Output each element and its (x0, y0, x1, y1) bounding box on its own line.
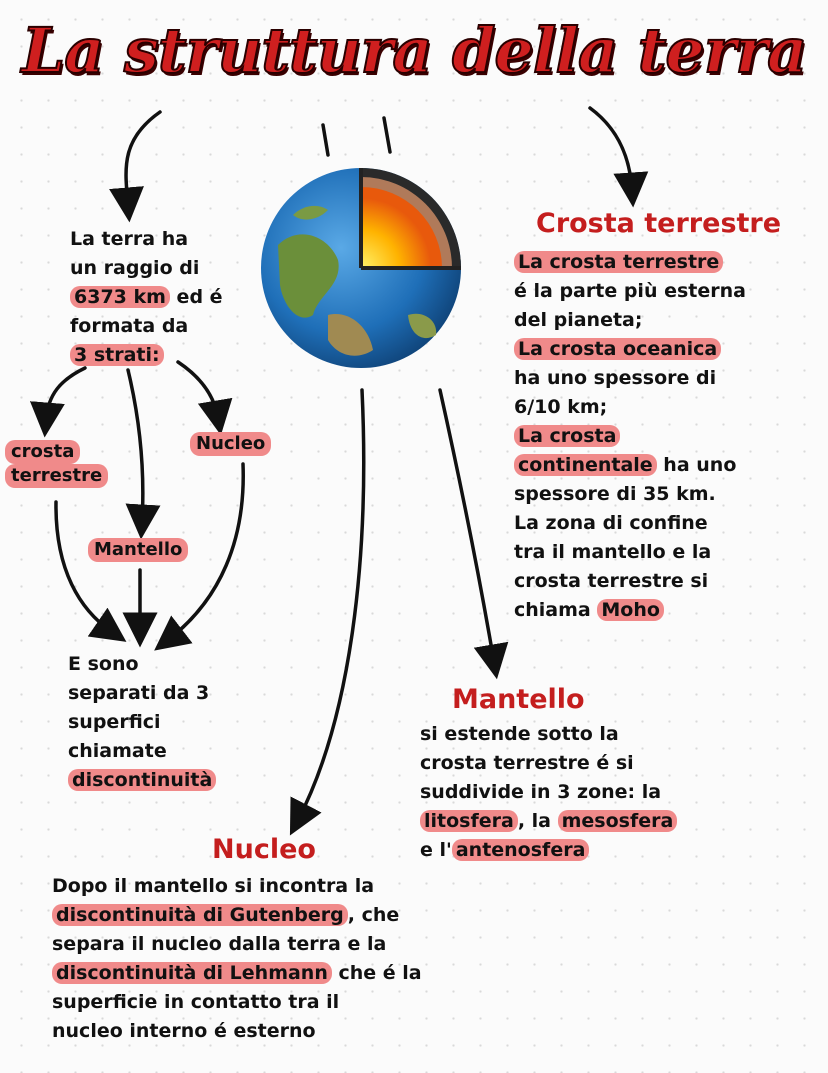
crust-heading: Crosta terrestre (536, 208, 782, 239)
crust-line: tra il mantello e la (514, 541, 712, 563)
crust-line: 6/10 km; (514, 396, 608, 418)
intro-line: ed é (169, 286, 223, 308)
arrow-to-nucleo (176, 360, 233, 436)
label-crosta: crosta (5, 440, 81, 464)
core-line: Dopo il mantello si incontra la (52, 875, 375, 897)
radius-highlight: 6373 km (70, 286, 170, 308)
crust-line: é la parte più esterna (514, 280, 746, 302)
label-nucleo: Nucleo (190, 432, 272, 456)
discontinuity-highlight: discontinuità (68, 769, 217, 791)
arrow-title-right (588, 106, 649, 208)
antenosfera-highlight: antenosfera (451, 839, 590, 861)
gutenberg-highlight: discontinuità di Gutenberg (52, 904, 348, 926)
continental-crust-highlight: La crosta (514, 425, 621, 447)
arrow-earth-to-nucleo (289, 388, 366, 836)
core-line: superficie in contatto tra il (52, 991, 340, 1013)
core-line: nucleo interno é esterno (52, 1020, 316, 1042)
crust-line: del pianeta; (514, 309, 643, 331)
discontinuity-line: separati da 3 (68, 682, 210, 704)
discontinuity-line: E sono (68, 653, 139, 675)
intro-line: formata da (70, 315, 189, 337)
mantle-line: si estende sotto la (420, 723, 619, 745)
crust-highlight: La crosta terrestre (514, 251, 724, 273)
label-terrestre: terrestre (5, 464, 109, 488)
lehmann-highlight: discontinuità di Lehmann (52, 962, 332, 984)
mantle-text: si estende sotto la crosta terrestre é s… (420, 720, 678, 865)
crust-text: La crosta terrestre é la parte più ester… (514, 251, 746, 621)
layers-highlight: 3 strati: (70, 344, 164, 366)
mesosfera-highlight: mesosfera (557, 810, 678, 832)
crust-line: spessore di 35 km. (514, 483, 716, 505)
mantle-line: suddivide in 3 zone: la (420, 781, 662, 803)
arrow-earth-to-mantello (438, 388, 509, 680)
core-line: separa il nucleo dalla terra e la (52, 933, 387, 955)
arrow-to-crosta (29, 366, 87, 438)
arrow-nucleo-to-discontinuity (154, 462, 245, 651)
crust-line: crosta terrestre si (514, 570, 709, 592)
moho-highlight: Moho (597, 599, 664, 621)
mantle-line: crosta terrestre é si (420, 752, 634, 774)
earth-cutaway-icon (261, 168, 461, 368)
mantle-heading: Mantello (452, 684, 585, 715)
crust-line: La zona di confine (514, 512, 708, 534)
core-heading: Nucleo (212, 834, 316, 865)
arrow-crosta-to-discontinuity (54, 500, 127, 642)
intro-text: La terra ha un raggio di 6373 km ed é fo… (70, 225, 223, 370)
arrow-to-mantello (125, 368, 161, 540)
arrow-title-left (109, 110, 162, 223)
label-crosta-terrestre: crosta terrestre (5, 440, 109, 488)
tick-mark-2 (382, 116, 392, 154)
label-mantello: Mantello (88, 538, 189, 562)
page-title: La struttura della terra (21, 13, 809, 88)
tick-mark-1 (321, 123, 330, 157)
discontinuity-line: superfici (68, 711, 161, 733)
intro-line: un raggio di (70, 257, 200, 279)
core-text: Dopo il mantello si incontra la disconti… (52, 872, 422, 1046)
intro-line: La terra ha (70, 228, 189, 250)
discontinuity-text: E sono separati da 3 superfici chiamate … (68, 650, 217, 795)
discontinuity-line: chiamate (68, 740, 167, 762)
oceanic-crust-highlight: La crosta oceanica (514, 338, 722, 360)
litosfera-highlight: litosfera (420, 810, 518, 832)
continental-crust-highlight: continentale (514, 454, 657, 476)
crust-line: ha uno spessore di (514, 367, 717, 389)
